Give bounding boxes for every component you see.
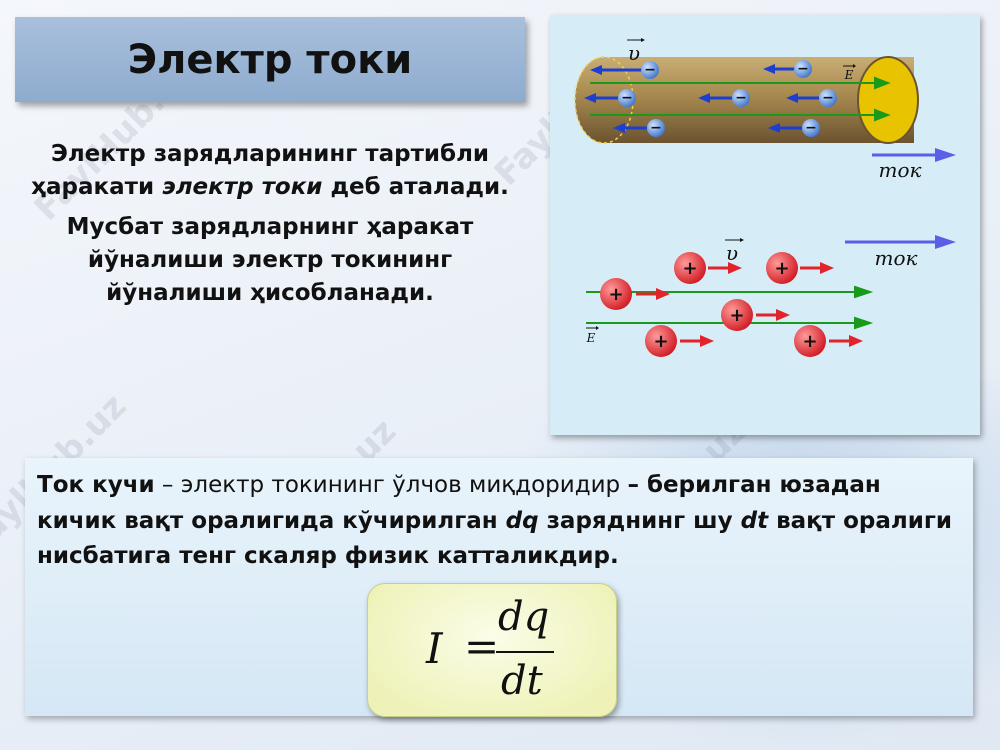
velocity-label-top: υ: [627, 38, 645, 65]
electron: −: [698, 89, 750, 107]
electron-sign: −: [805, 120, 817, 136]
formula-equals: =: [464, 622, 500, 671]
positive-sign: +: [774, 258, 789, 279]
velocity-symbol: υ: [726, 241, 738, 265]
positive-charge: +: [721, 299, 790, 331]
electron: −: [763, 60, 812, 78]
current-label: ток: [879, 158, 922, 182]
electron: −: [768, 119, 820, 137]
field-label-bottom: E: [586, 326, 599, 345]
definition-term: Ток кучи: [37, 472, 155, 498]
field-symbol: E: [586, 331, 596, 345]
positive-charge: +: [600, 278, 670, 310]
definition-text-part: – электр токининг ўлчов миқдоридир: [154, 472, 628, 498]
formula-denominator: dt: [501, 658, 543, 704]
electron-sign: −: [797, 61, 809, 77]
definition-text-part: – берилган юзадан кичик вақт оралигида к…: [37, 472, 881, 534]
electron-sign: −: [644, 62, 656, 78]
positive-sign: +: [802, 331, 817, 352]
positive-charge: +: [794, 325, 863, 357]
field-label-top: E: [843, 64, 856, 82]
electron-sign: −: [735, 90, 747, 106]
formula-box: I = dq dt: [367, 583, 617, 717]
definition-text-part: вақт оралиги нисбатига тенг скаляр физик…: [37, 507, 953, 570]
definition-dt: dt: [740, 507, 769, 534]
definition-text: Ток кучи – электр токининг ўлчов миқдори…: [37, 468, 957, 575]
electron: −: [786, 89, 837, 107]
intro-paragraph-1: Электр зарядларининг тартибли ҳаракати э…: [30, 138, 510, 205]
positive-sign: +: [653, 331, 668, 352]
electrons: − − − − −: [584, 60, 837, 137]
positive-charges: + + + + +: [600, 252, 863, 357]
electron: −: [590, 61, 659, 79]
title-banner: Электр токи: [15, 17, 525, 102]
definition-text-part: заряднинг шу: [538, 507, 741, 534]
intro-text-part: Электр зарядларининг тартибли ҳаракати: [31, 141, 490, 201]
intro-emphasis: электр токи: [162, 174, 323, 201]
positive-sign: +: [682, 258, 697, 279]
positive-sign: +: [729, 305, 744, 326]
current-illustration: − − − − −: [550, 15, 980, 435]
positive-charge: +: [645, 325, 714, 357]
intro-text-part: деб аталади.: [322, 174, 509, 201]
intro-text: Электр зарядларининг тартибли ҳаракати э…: [30, 138, 510, 317]
electron-sign: −: [621, 90, 633, 106]
field-lines-wire: [590, 76, 891, 122]
formula-lhs: I: [426, 624, 443, 673]
definition-dq: dq: [505, 507, 539, 534]
positive-charge: +: [766, 252, 834, 284]
page-title: Электр токи: [127, 36, 413, 83]
current-arrow-bottom: ток: [845, 235, 956, 270]
electron: −: [613, 119, 665, 137]
velocity-label-bottom: υ: [725, 238, 744, 265]
current-formula: I = dq dt: [368, 584, 616, 716]
electron-sign: −: [822, 90, 834, 106]
formula-numerator: dq: [498, 594, 550, 640]
field-symbol: E: [844, 68, 854, 82]
electron: −: [584, 89, 636, 107]
definition-box: Ток кучи – электр токининг ўлчов миқдори…: [25, 458, 973, 717]
intro-paragraph-2: Мусбат зарядларнинг ҳаракат йўналиши эле…: [66, 213, 474, 307]
fraction-bar: [496, 651, 554, 653]
positive-charge: +: [674, 252, 742, 284]
velocity-symbol: υ: [628, 41, 640, 65]
electron-sign: −: [650, 120, 662, 136]
current-label: ток: [875, 246, 918, 270]
current-arrow-top: ток: [872, 148, 956, 182]
positive-sign: +: [608, 284, 623, 305]
current-diagram: − − − − −: [574, 38, 956, 357]
